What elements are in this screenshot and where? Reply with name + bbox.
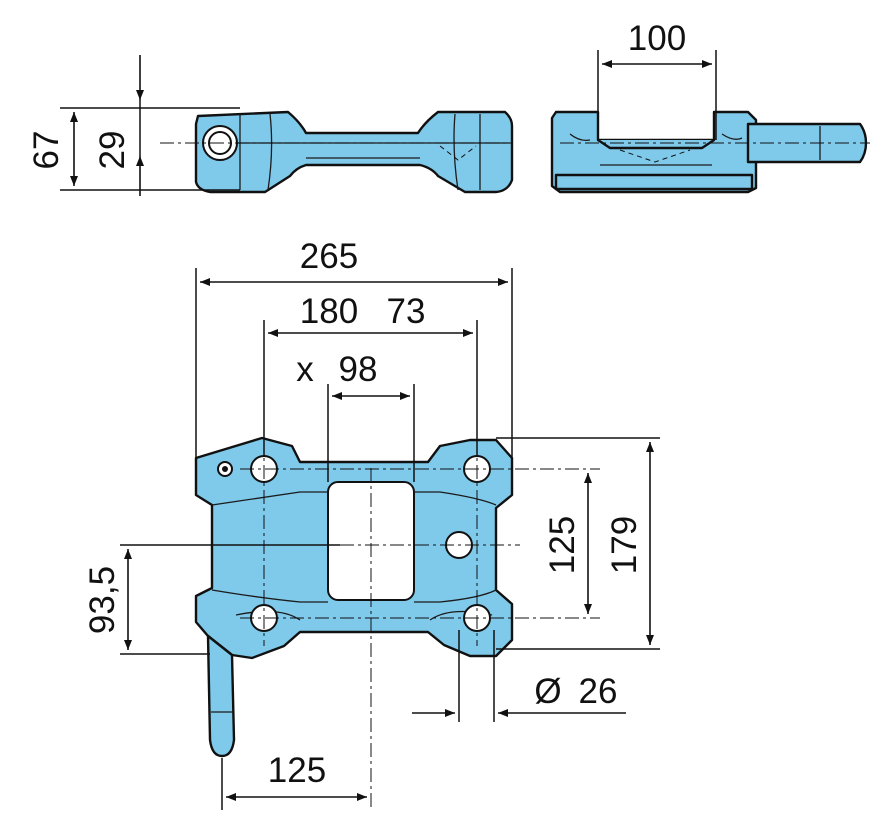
side-view-jaw [597,139,715,150]
plan-view-edges [211,491,497,603]
dim-label-height-axis: 29 [93,131,132,170]
dim-label-diameter-symbol: Ø [534,672,561,711]
dim-label-pin-offset: 125 [268,751,326,790]
dim-label-height-overall: 67 [27,131,66,170]
dim-label-hole-diameter: 26 [579,672,618,711]
dim-label-width-overall: 265 [300,237,358,276]
front-view-hidden-notch [439,145,477,161]
side-view-base-plate [554,173,754,191]
plan-view [194,436,600,810]
side-view-edges [569,133,743,166]
front-view-dimensions: 67 29 [27,55,240,196]
front-view-body [194,110,514,194]
dim-label-length-overall: 179 [605,516,644,574]
front-view [160,110,514,194]
dim-label-hole-vertical: 125 [543,516,582,574]
plan-view-pin [206,634,236,758]
dim-label-window-prefix: x [296,350,314,389]
front-view-edges [239,113,481,191]
dim-label-jaw-width: 100 [628,19,686,58]
side-view: 100 [550,19,870,194]
dim-label-hole-alt-spacing: 73 [387,292,426,331]
dim-label-hole-spacing: 180 [300,292,358,331]
side-view-hidden-notch [619,149,691,163]
dim-label-window-width: 98 [339,350,378,389]
plan-view-dimensions: 265 180 73 x 98 125 179 93,5 Ø 26 125 [83,237,660,810]
grease-nipple-dot [222,466,228,472]
dim-label-offset-vertical: 93,5 [83,566,122,634]
